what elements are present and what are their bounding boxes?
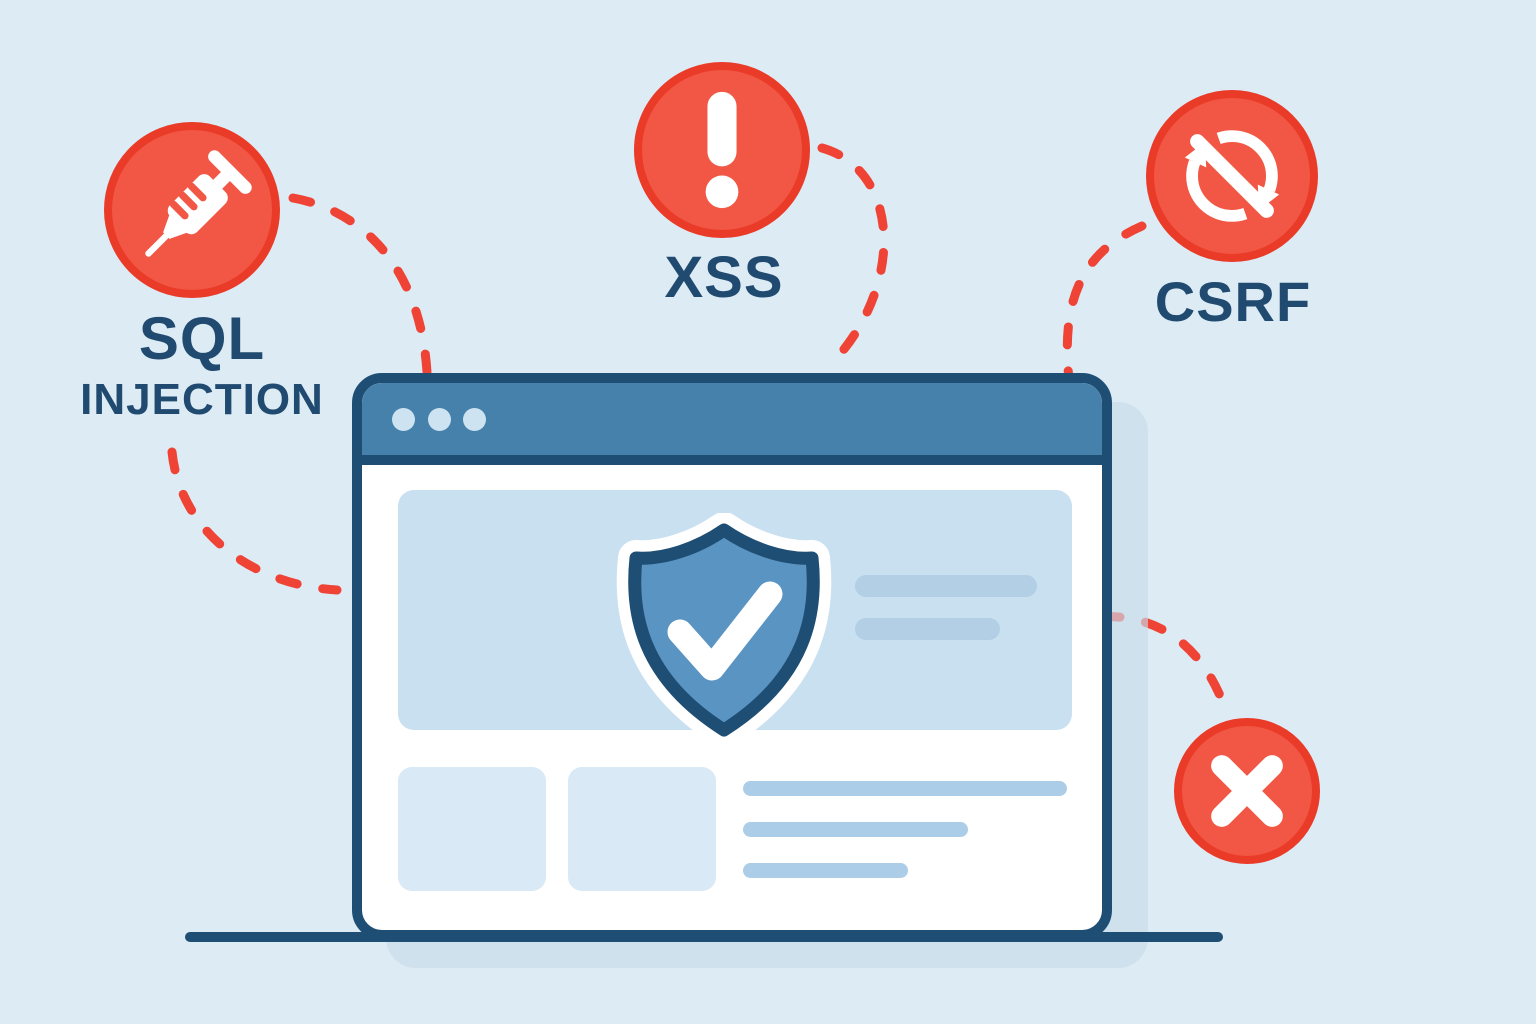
content-card — [568, 767, 716, 891]
csrf-label: CSRF — [1154, 270, 1312, 333]
x-icon — [1211, 755, 1283, 827]
window-dot — [428, 408, 451, 431]
syringe-icon — [145, 150, 252, 257]
sql-label-line1: SQL — [138, 305, 266, 372]
sql-injection-badge — [104, 122, 280, 298]
connector-sql-to-browser-left — [167, 447, 342, 595]
exclamation-icon — [705, 91, 739, 209]
window-dot — [463, 408, 486, 431]
xss-badge — [634, 62, 810, 238]
window-dot — [392, 408, 415, 431]
csrf-badge — [1146, 90, 1318, 262]
browser-window — [352, 373, 1112, 940]
shield-check-icon — [609, 512, 839, 753]
hero-text-bar — [855, 618, 1000, 640]
hero-text-bar — [855, 575, 1037, 597]
content-text-bar — [743, 781, 1067, 796]
browser-titlebar — [362, 383, 1102, 465]
sql-label-line2: INJECTION — [80, 375, 324, 424]
content-text-bar — [743, 863, 908, 878]
sql-injection-label: SQL INJECTION — [20, 308, 384, 424]
crossed-refresh-icon — [1184, 130, 1280, 222]
xss-label: XSS — [664, 245, 784, 310]
content-card — [398, 767, 546, 891]
content-text-bar — [743, 822, 968, 837]
blocked-badge — [1174, 718, 1320, 864]
